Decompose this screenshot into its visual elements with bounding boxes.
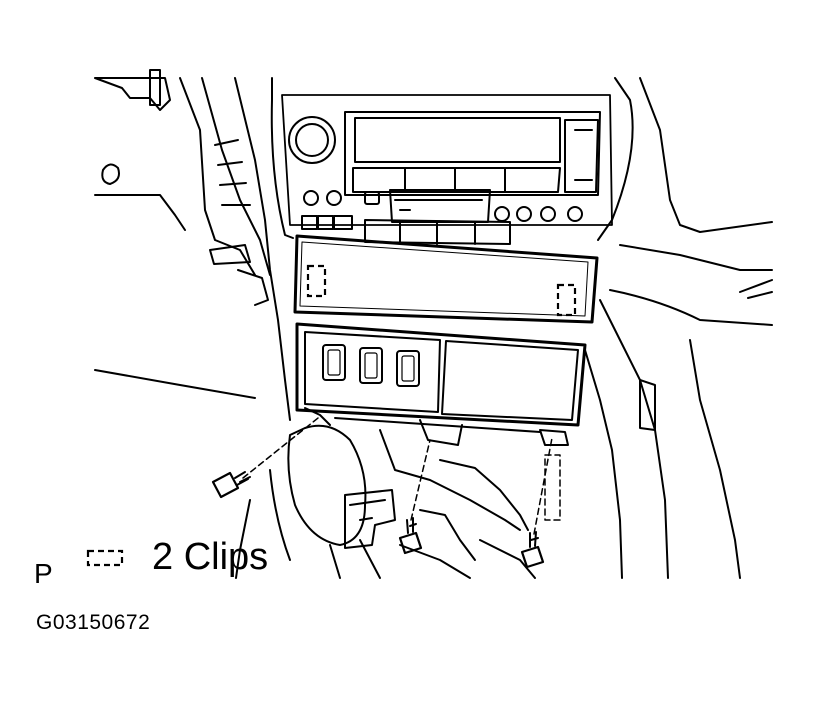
view-marker-label: P: [34, 558, 53, 589]
clip-marker-right: [556, 283, 577, 317]
right-dash-area: [584, 77, 773, 579]
figure-code-label: G03150672: [36, 611, 151, 634]
steering-column-area: [94, 69, 291, 421]
upper-trim-panel: [293, 234, 599, 324]
clip-legend-icon: [86, 549, 124, 567]
screw-right: [520, 531, 545, 569]
center-cluster: [270, 77, 634, 241]
screw-guide-lines: [242, 417, 561, 535]
lower-switch-panel: [295, 322, 587, 446]
screw-center: [398, 517, 423, 555]
audio-head-unit: [288, 111, 601, 245]
clip-marker-left: [306, 264, 327, 298]
shift-lever-area: [235, 424, 536, 579]
screw-left: [211, 471, 251, 499]
clips-legend-label: 2 Clips: [152, 536, 269, 578]
